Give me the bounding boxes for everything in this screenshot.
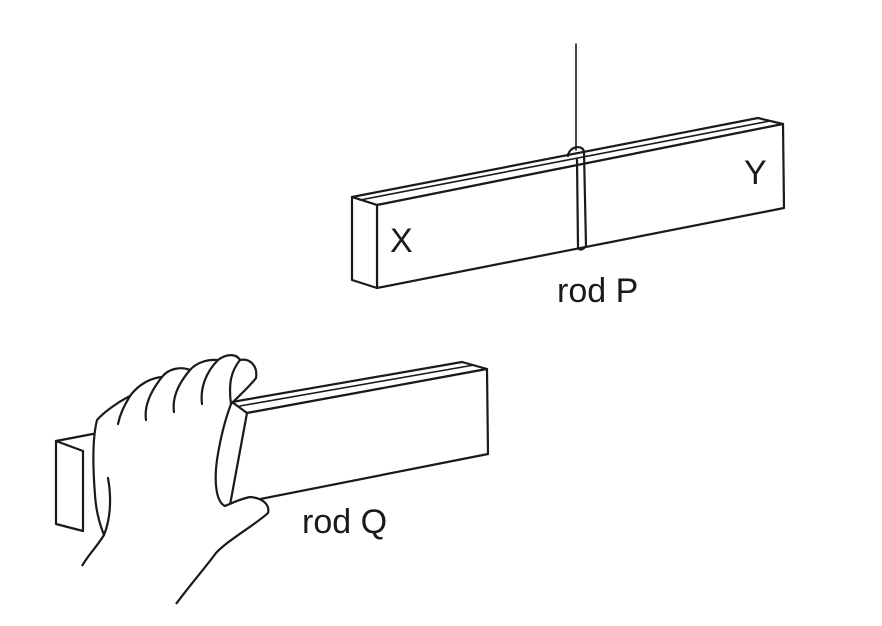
rod-q-left-top-edge [54,431,100,443]
label-rod-q: rod Q [302,503,387,541]
finger-line-3 [172,368,192,414]
label-y: Y [744,154,767,192]
finger-line-1 [228,358,242,406]
rod-q-end-face [54,439,85,533]
label-rod-p: rod P [557,272,638,310]
knuckle-line [116,394,132,426]
label-x: X [390,222,413,260]
finger-line-4 [144,375,164,422]
rod-q-top-edge-line [239,364,475,407]
rod-p [350,116,786,290]
thread-loop [566,146,588,251]
rod-q-front-face [228,367,490,507]
hand-drawing [81,354,270,605]
palm-line [102,476,112,537]
rod-p-end-face [350,195,379,290]
finger-line-2 [200,358,220,406]
rod-q [54,360,490,533]
rod-p-top-edge-line [359,120,771,201]
